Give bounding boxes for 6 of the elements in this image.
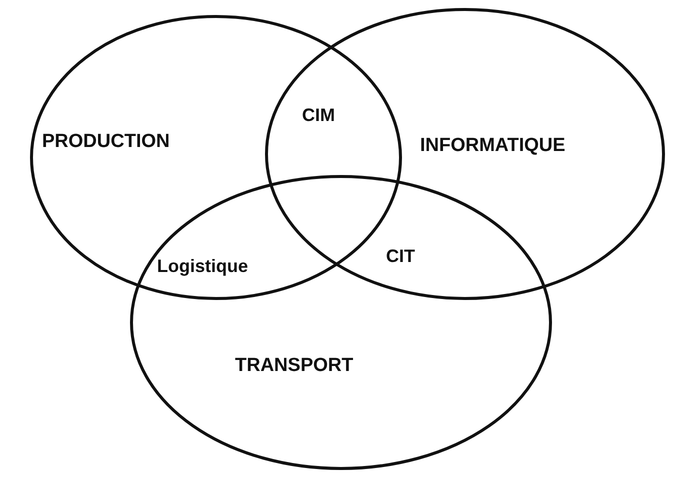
intersection-label: CIM bbox=[302, 105, 335, 126]
set-label: INFORMATIQUE bbox=[420, 135, 566, 157]
set-label: TRANSPORT bbox=[235, 355, 354, 377]
set-label: PRODUCTION bbox=[42, 131, 170, 153]
intersection-label: Logistique bbox=[157, 256, 248, 277]
intersection-label: CIT bbox=[386, 246, 415, 267]
